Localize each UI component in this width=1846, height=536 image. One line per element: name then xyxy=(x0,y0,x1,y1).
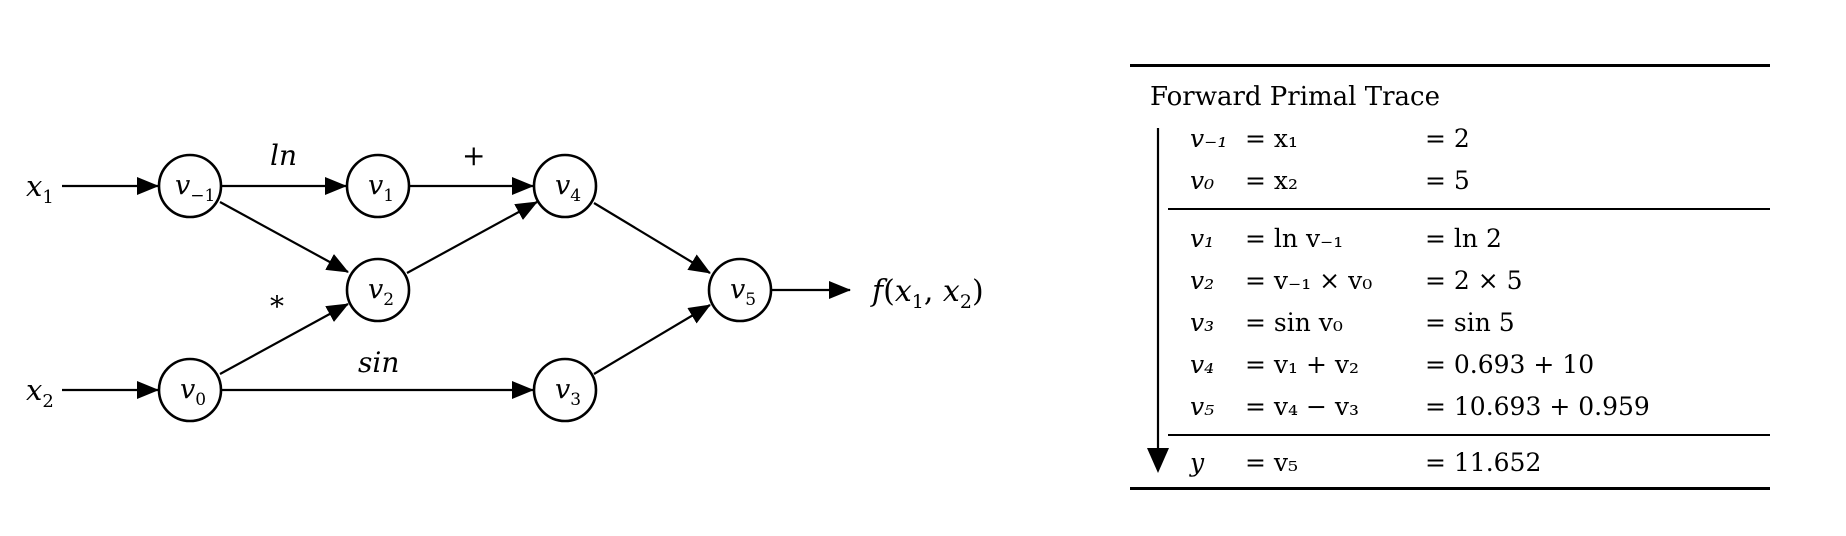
trace-value: = 10.693 + 0.959 xyxy=(1425,392,1650,421)
node-label-v1: v1 xyxy=(368,170,394,206)
trace-var: v₂ xyxy=(1190,266,1215,295)
edge-label-plus: + xyxy=(462,139,485,172)
table-top-rule xyxy=(1130,64,1770,67)
node-v4 xyxy=(532,153,598,219)
table-bottom-rule xyxy=(1130,487,1770,490)
edge-v4-v5 xyxy=(593,202,711,274)
input-label-x2: x2 xyxy=(26,373,54,412)
trace-expr: = v₅ xyxy=(1245,448,1299,477)
trace-var: v₅ xyxy=(1190,392,1215,421)
trace-expr: = v₋₁ × v₀ xyxy=(1245,266,1373,295)
trace-value: = 2 xyxy=(1425,124,1470,153)
trace-value: = 0.693 + 10 xyxy=(1425,350,1595,379)
node-label-v4: v4 xyxy=(555,170,581,206)
trace-expr: = x₁ xyxy=(1245,124,1299,153)
table-mid-rule xyxy=(1168,208,1770,210)
node-label-v5: v5 xyxy=(730,274,756,310)
node-v3 xyxy=(532,357,598,423)
trace-var: v₁ xyxy=(1190,224,1215,253)
table-mid-rule xyxy=(1168,434,1770,436)
down-arrow-icon xyxy=(1147,128,1169,473)
node-v5 xyxy=(707,257,773,323)
node-v1 xyxy=(345,153,411,219)
edge-v0-v2 xyxy=(219,303,349,375)
edge-vm1-v2 xyxy=(219,201,349,273)
node-label-v3: v3 xyxy=(555,374,581,410)
edge-label-times: * xyxy=(270,290,284,323)
trace-expr: = v₁ + v₂ xyxy=(1245,350,1360,379)
trace-var: v₃ xyxy=(1190,308,1215,337)
trace-value: = 2 × 5 xyxy=(1425,266,1523,295)
trace-expr: = sin v₀ xyxy=(1245,308,1343,337)
node-label-v2: v2 xyxy=(368,274,394,310)
trace-var: v₋₁ xyxy=(1190,124,1228,153)
trace-value: = 5 xyxy=(1425,166,1470,195)
trace-value: = sin 5 xyxy=(1425,308,1515,337)
edge-v3-v5 xyxy=(593,304,711,375)
computational-graph: v−1 v0 v1 v2 v3 v4 v5 x1 x2 ln + * sin f… xyxy=(26,139,984,423)
output-label: f(x1, x2) xyxy=(870,274,984,313)
trace-expr: = ln v₋₁ xyxy=(1245,224,1344,253)
trace-var: v₀ xyxy=(1190,166,1215,195)
trace-value: = 11.652 xyxy=(1425,448,1542,477)
forward-primal-trace-table: Forward Primal Trace v₋₁ = x₁ = 2 v₀ = x… xyxy=(1130,60,1770,495)
edge-label-ln: ln xyxy=(270,139,297,172)
trace-expr: = x₂ xyxy=(1245,166,1299,195)
trace-var: y xyxy=(1190,448,1205,477)
node-label-v-minus1: v−1 xyxy=(175,170,215,206)
node-v2 xyxy=(345,257,411,323)
node-v-minus1 xyxy=(157,153,223,219)
trace-value: = ln 2 xyxy=(1425,224,1502,253)
edge-v2-v4 xyxy=(406,201,538,274)
node-label-v0: v0 xyxy=(180,374,206,410)
edge-label-sin: sin xyxy=(358,346,399,379)
input-label-x1: x1 xyxy=(26,169,54,208)
table-title: Forward Primal Trace xyxy=(1150,82,1440,112)
trace-var: v₄ xyxy=(1190,350,1215,379)
node-v0 xyxy=(157,357,223,423)
trace-expr: = v₄ − v₃ xyxy=(1245,392,1360,421)
